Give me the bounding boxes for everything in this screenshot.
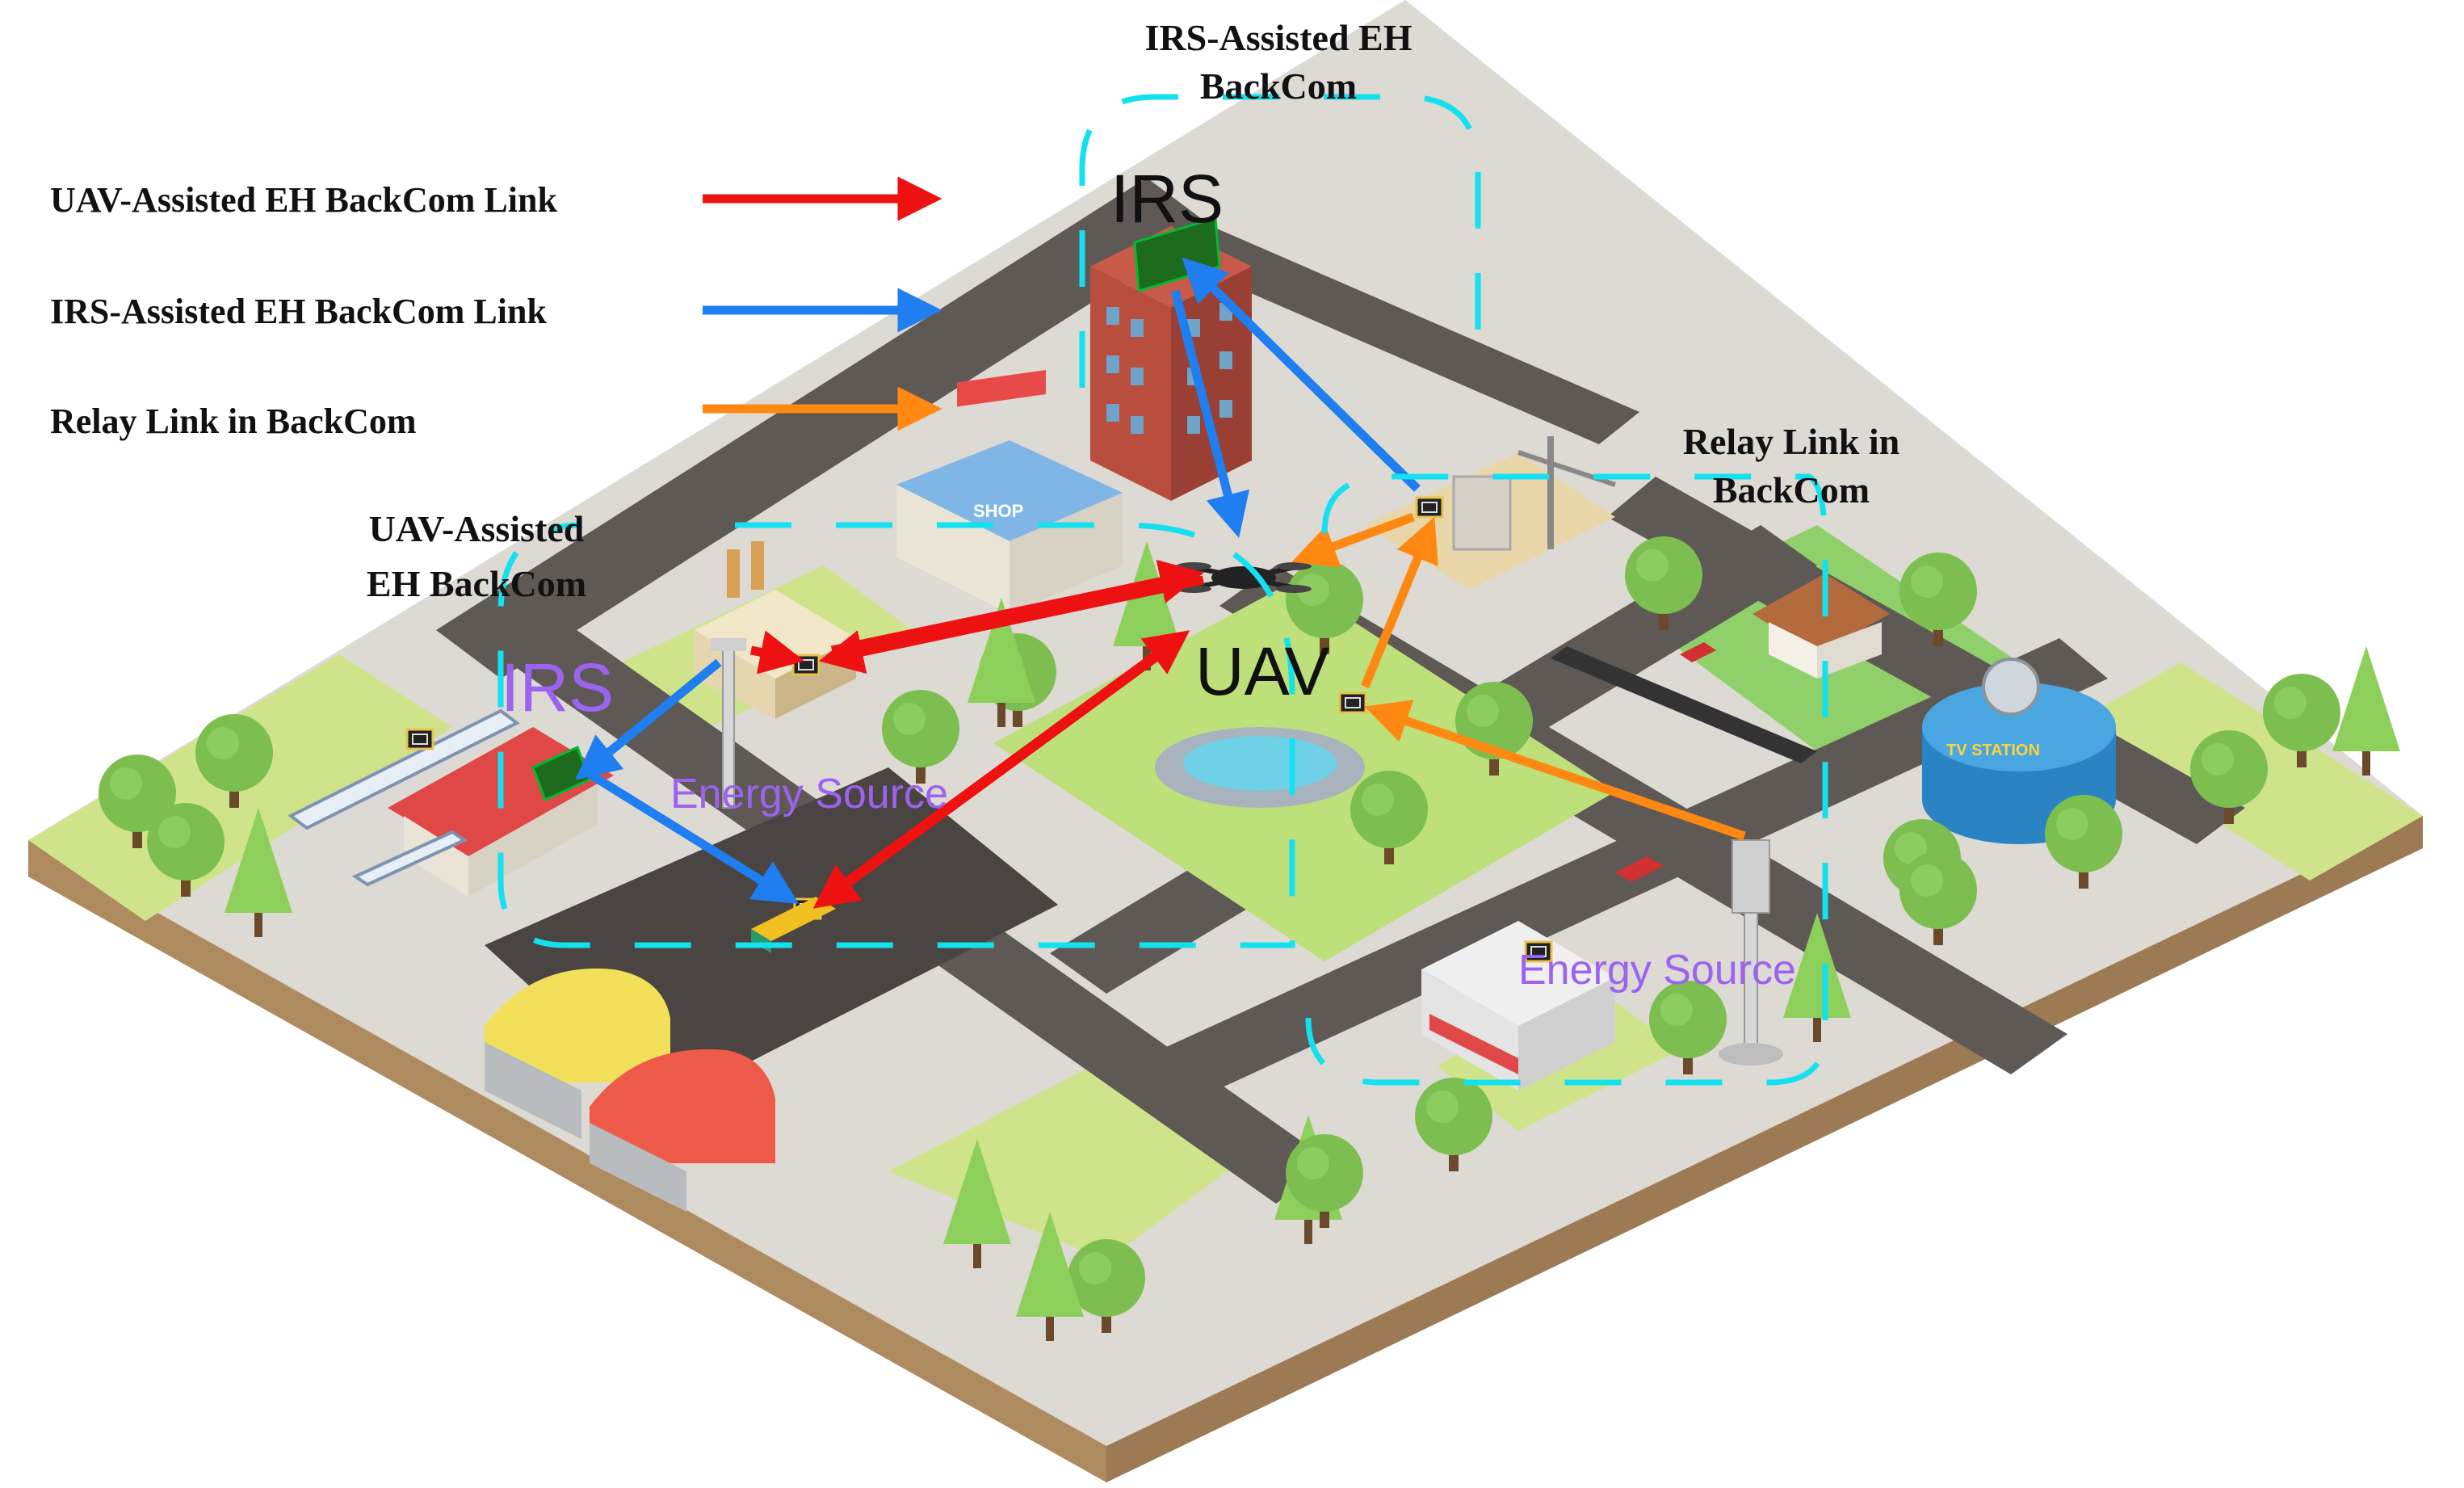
relay-region-caption-line1: Relay Link in [1683, 421, 1899, 462]
irs-tower-building [1090, 216, 1252, 501]
irs-top-label: IRS [1110, 161, 1224, 237]
uav-region-caption-line2: EH BackCom [367, 563, 586, 604]
central-park [993, 582, 1615, 961]
relay-links [1291, 512, 1746, 841]
uav-region-caption-line1: UAV-Assisted [369, 508, 585, 549]
irs-region-caption-line2: BackCom [1200, 65, 1357, 107]
irs-left-label: IRS [501, 649, 614, 725]
energy-source-pole-left [711, 638, 746, 809]
irs-link-tag-to-irs [1182, 257, 1421, 492]
irs-link-irs-left-to-tag [583, 767, 800, 904]
energy-source-pole-right [1719, 839, 1783, 1066]
legend-irs-link-label: IRS-Assisted EH BackCom Link [50, 292, 547, 331]
region-captions: IRS-Assisted EH BackCom Relay Link in Ba… [367, 17, 1899, 604]
uav-eh-backcom-links [749, 559, 1205, 909]
irs-link-irs-to-uav [1170, 289, 1249, 538]
uav-link-uav-to-tag-factory [818, 575, 1205, 674]
tv-station-sign: TV STATION [1946, 742, 2040, 759]
uav-link-tag-road-to-uav [829, 630, 1190, 897]
energy-source-left-label: Energy Source [670, 771, 948, 818]
relay-link-tag-to-tag [1360, 516, 1438, 689]
relay-region-caption-line2: BackCom [1713, 469, 1870, 511]
shop-building-2 [1421, 921, 1615, 1091]
region-outlines [497, 94, 1828, 1086]
legend-relay-link-label: Relay Link in BackCom [50, 401, 417, 441]
irs-link-pole-to-irs-left [575, 658, 722, 780]
irs-region-outline [1079, 94, 1481, 388]
legend: UAV-Assisted EH BackCom Link IRS-Assiste… [50, 176, 942, 441]
energy-source-right-label: Energy Source [1518, 947, 1796, 994]
scene-labels: IRS UAV IRS Energy Source Energy Source [501, 161, 1796, 994]
shop-sign: SHOP [973, 501, 1023, 521]
uav-region-outline [497, 522, 1295, 948]
house-building [1753, 574, 1890, 679]
uav-label: UAV [1195, 633, 1329, 709]
uav-link-tag-factory-to-uav [830, 559, 1205, 655]
irs-region-caption-line1: IRS-Assisted EH [1144, 17, 1412, 58]
hangars [485, 968, 775, 1212]
relay-link-pole-to-tag [1364, 700, 1746, 841]
legend-uav-link-label: UAV-Assisted EH BackCom Link [50, 180, 557, 220]
uav-link-pole-to-tag-factory [749, 630, 805, 675]
irs-eh-backcom-links [575, 257, 1421, 904]
relay-link-tag-to-uav [1291, 512, 1415, 568]
